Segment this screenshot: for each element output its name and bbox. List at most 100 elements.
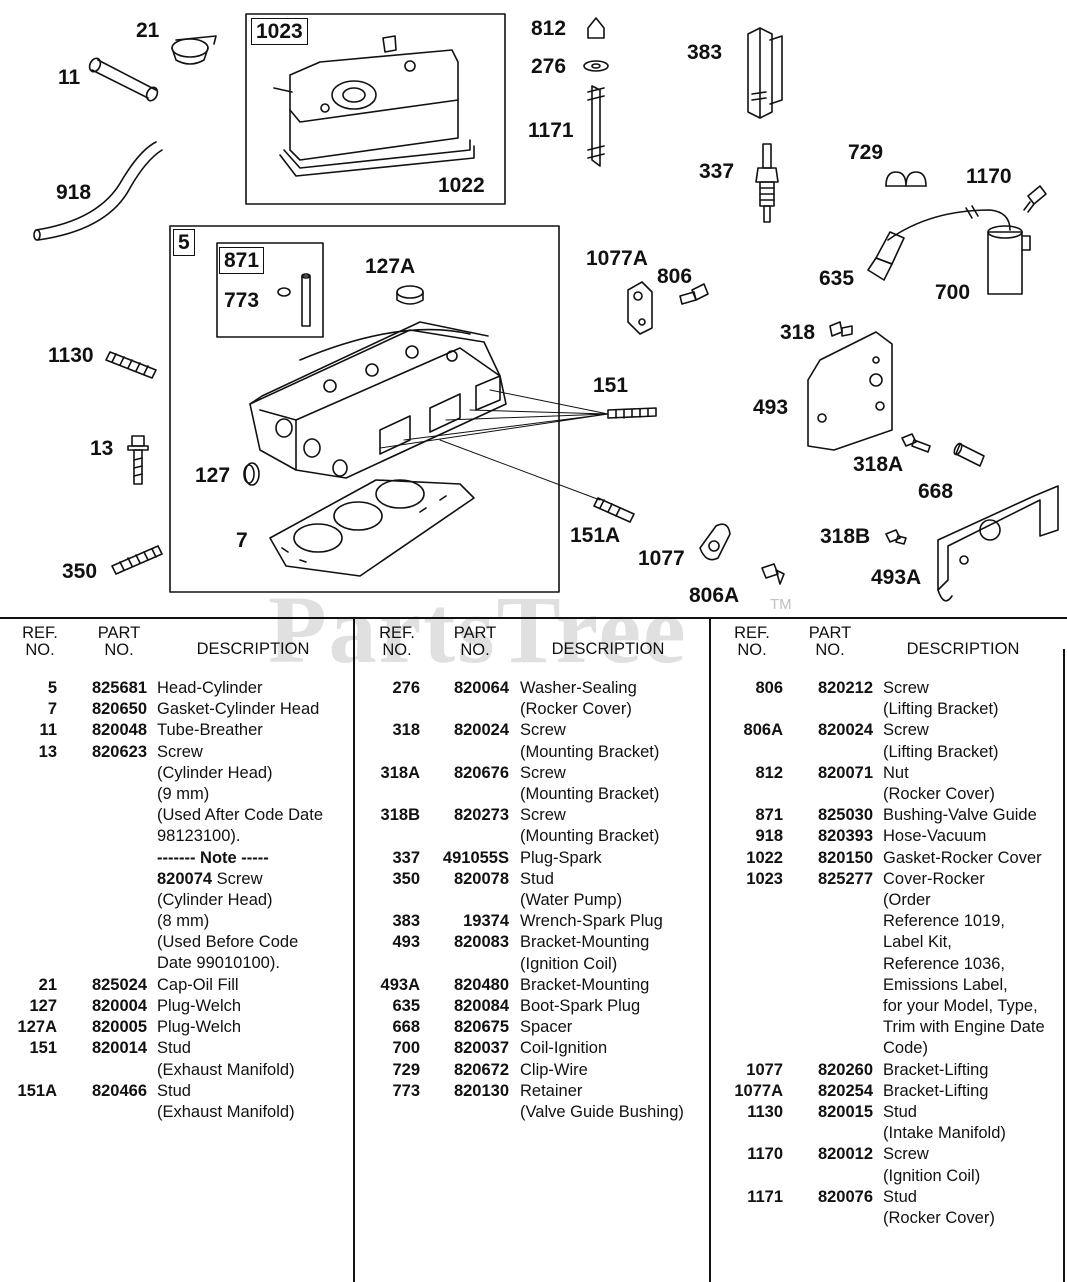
ref-number: 812 — [755, 763, 783, 782]
part-description: Washer-Sealing(Rocker Cover) — [520, 678, 637, 720]
callout-806[interactable]: 806 — [657, 265, 693, 288]
callout-635[interactable]: 635 — [819, 267, 855, 290]
cylinder-head-drawing — [249, 321, 507, 479]
description-line: (Ignition Coil) — [883, 1166, 981, 1185]
callout-668[interactable]: 668 — [918, 480, 954, 503]
callout-318A[interactable]: 318A — [853, 453, 904, 476]
description-line: Boot-Spark Plug — [520, 997, 641, 1015]
callout-806A[interactable]: 806A — [689, 584, 740, 607]
callout-276[interactable]: 276 — [531, 55, 567, 78]
callout-318B[interactable]: 318B — [820, 525, 871, 548]
oil-fill-cap-drawing — [171, 35, 217, 65]
callout-151A[interactable]: 151A — [570, 524, 621, 547]
callout-1022[interactable]: 1022 — [438, 174, 485, 197]
callout-11[interactable]: 11 — [58, 66, 81, 89]
callout-493[interactable]: 493 — [753, 396, 789, 419]
callout-729[interactable]: 729 — [848, 141, 884, 164]
callout-350[interactable]: 350 — [62, 560, 98, 583]
callout-13[interactable]: 13 — [90, 437, 114, 460]
header-description: DESCRIPTION — [193, 641, 313, 658]
part-number: 491055S — [442, 848, 509, 867]
callout-21[interactable]: 21 — [136, 19, 160, 42]
ref-number: 337 — [392, 848, 420, 867]
part-number: 820260 — [817, 1060, 873, 1079]
callout-700[interactable]: 700 — [935, 281, 971, 304]
description-line: Bracket-Mounting — [520, 933, 650, 952]
callout-1077[interactable]: 1077 — [638, 547, 685, 570]
callout-151[interactable]: 151 — [593, 374, 629, 397]
callout-383[interactable]: 383 — [687, 41, 723, 64]
description-line: (Mounting Bracket) — [520, 742, 660, 761]
callout-493A[interactable]: 493A — [871, 566, 922, 589]
header-description-line: DESCRIPTION — [906, 640, 1020, 658]
callout-127[interactable]: 127 — [195, 464, 231, 487]
ref-number: 318B — [380, 806, 420, 825]
stud-151-leaders — [379, 389, 609, 501]
callout-1171[interactable]: 1171 — [528, 119, 574, 142]
callout-1170[interactable]: 1170 — [966, 165, 1012, 188]
description-line: Washer-Sealing — [520, 679, 637, 697]
header-ref-no-line: REF. — [379, 624, 415, 642]
description-line: (Exhaust Manifold) — [157, 1060, 295, 1079]
description-line: (Exhaust Manifold) — [157, 1102, 295, 1121]
lifting-bracket-screw-806-drawing — [679, 283, 709, 305]
callout-1023[interactable]: 1023 — [251, 18, 308, 45]
part-number: 820024 — [453, 721, 509, 740]
part-number: 820466 — [91, 1081, 147, 1100]
part-number: 820076 — [817, 1187, 873, 1206]
callout-127A[interactable]: 127A — [365, 255, 416, 278]
callout-871[interactable]: 871 — [219, 247, 265, 274]
callout-1077A[interactable]: 1077A — [586, 247, 648, 270]
callout-5[interactable]: 5 — [173, 229, 195, 256]
callout-318[interactable]: 318 — [780, 321, 816, 344]
description-line: Stud — [883, 1187, 917, 1206]
callout-773[interactable]: 773 — [224, 289, 260, 312]
part-description: Screw(Ignition Coil) — [883, 1144, 980, 1186]
part-description: Screw(Mounting Bracket) — [520, 805, 659, 847]
callout-812[interactable]: 812 — [531, 17, 567, 40]
callout-7[interactable]: 7 — [236, 529, 248, 552]
description-line: (Valve Guide Bushing) — [520, 1102, 684, 1121]
callout-1130[interactable]: 1130 — [48, 344, 94, 367]
header-part-no-line: NO. — [815, 641, 845, 659]
callout-918[interactable]: 918 — [56, 181, 92, 204]
description-line: Gasket-Cylinder Head — [157, 700, 320, 719]
callout-337[interactable]: 337 — [699, 160, 735, 183]
